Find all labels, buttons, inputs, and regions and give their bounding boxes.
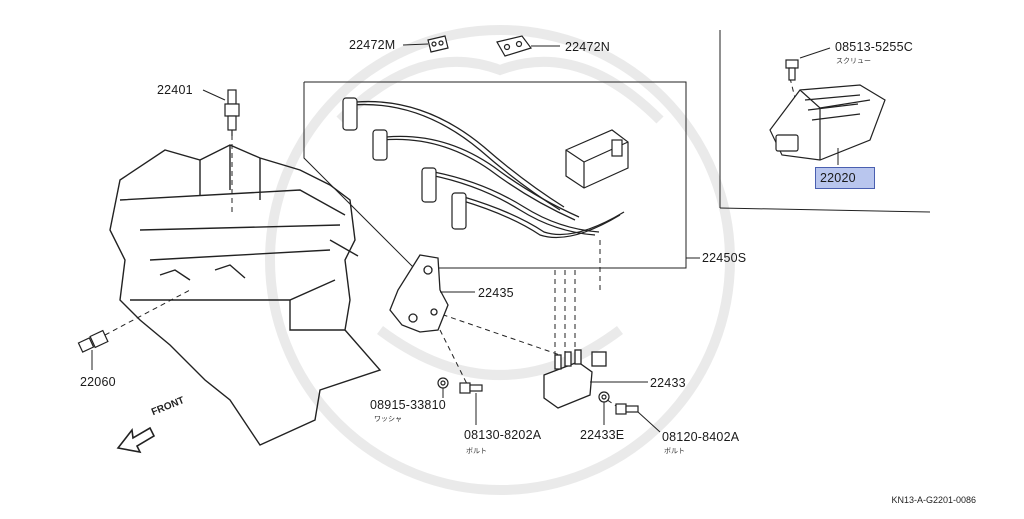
label-22472m[interactable]: 22472M [349,38,396,52]
temp-sensor [77,329,109,353]
screw-08513 [785,59,799,81]
label-22401[interactable]: 22401 [157,83,193,97]
label-08120-8402a[interactable]: 08120-8402A [662,430,740,444]
washer [437,377,449,389]
label-22020[interactable]: 22020 [820,171,856,185]
cylinder-head [109,144,382,446]
leader-lines [91,43,839,433]
label-22433[interactable]: 22433 [650,376,686,390]
bolt-08130 [459,382,483,394]
label-22472n[interactable]: 22472N [565,40,610,54]
sublabel-washer: ワッシャ [374,415,402,423]
wire-connector [565,129,629,189]
ignitor-module [769,84,886,161]
sublabel-bolt-2: ボルト [664,447,685,455]
ignition-wires [351,100,625,239]
washer-22433e [598,391,610,403]
sublabel-screw: スクリュー [836,57,871,65]
label-08130-8202a[interactable]: 08130-8202A [464,428,542,442]
bracket [389,254,449,333]
footer-code: KN13-A-G2201-0086 [891,495,976,505]
label-22450s[interactable]: 22450S [702,251,747,265]
label-22433e[interactable]: 22433E [580,428,625,442]
highlight-box-22020 [815,167,875,189]
wire-clip-m [427,35,449,53]
bolt-08120 [615,403,639,415]
inset-border [719,30,931,213]
label-08915-33810[interactable]: 08915-33810 [370,398,446,412]
wire-clip-n [496,35,532,57]
label-22060[interactable]: 22060 [80,375,116,389]
label-08513-5255c[interactable]: 08513-5255C [835,40,913,54]
wire-set-box [303,81,700,269]
plug-boots [342,97,467,230]
spark-plug [224,89,240,136]
label-22435[interactable]: 22435 [478,286,514,300]
sublabel-bolt-1: ボルト [466,447,487,455]
watermark-emblem [265,25,735,495]
front-arrow-icon [116,426,156,454]
ignition-coil [543,349,607,409]
